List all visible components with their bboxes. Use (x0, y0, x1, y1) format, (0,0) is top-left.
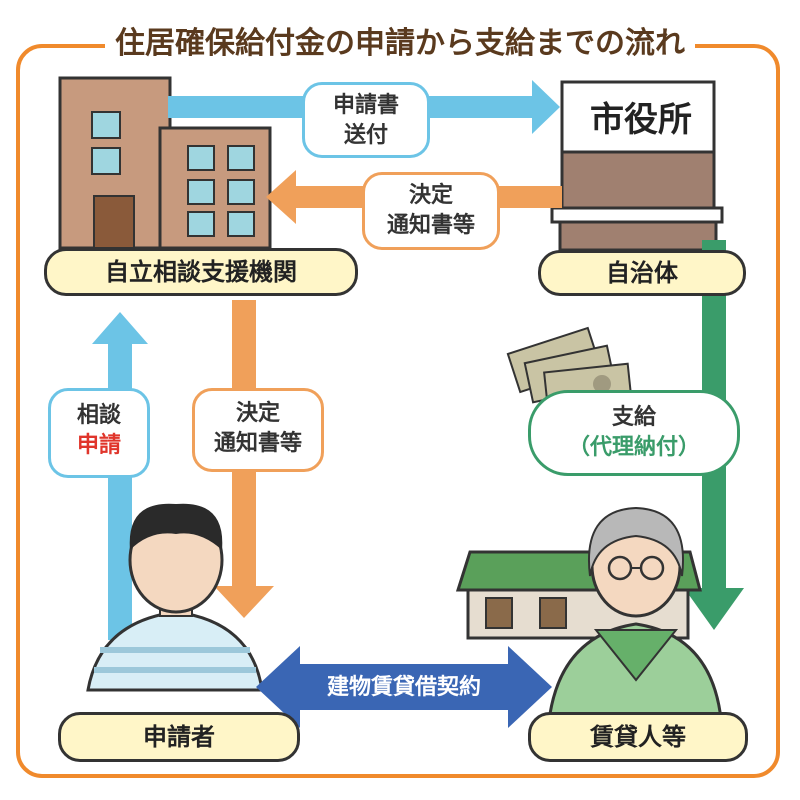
node-landlord: 賃貸人等 (528, 712, 748, 762)
label-payment-line1: 支給 (611, 405, 656, 430)
node-support-agency-label: 自立相談支援機関 (105, 258, 297, 286)
label-application-send-line1: 申請書 (332, 93, 399, 118)
label-decision-top-line2: 通知書等 (386, 213, 475, 238)
label-payment: 支給 （代理納付） (528, 390, 740, 476)
label-application-send-line2: 送付 (343, 123, 388, 148)
landlord-person-illustration (546, 506, 724, 732)
node-applicant-label: 申請者 (143, 723, 215, 751)
node-support-agency: 自立相談支援機関 (44, 248, 358, 296)
label-apply-line: 申請 (76, 433, 121, 458)
label-decision-mid-line2: 通知書等 (213, 431, 302, 456)
node-municipality-label: 自治体 (606, 259, 678, 287)
applicant-person-illustration (86, 503, 264, 692)
office-building-illustration (58, 76, 272, 250)
label-application-send: 申請書 送付 (302, 82, 430, 158)
label-consult-line: 相談 (76, 403, 121, 428)
city-hall-sign: 市役所 (590, 100, 692, 140)
label-decision-mid: 決定 通知書等 (192, 388, 324, 472)
label-decision-top-line1: 決定 (408, 183, 453, 208)
node-applicant: 申請者 (58, 712, 300, 762)
node-municipality: 自治体 (538, 250, 746, 296)
node-landlord-label: 賃貸人等 (590, 723, 686, 751)
label-rental-contract: 建物賃貸借契約 (326, 675, 481, 700)
label-payment-line2: （代理納付） (567, 435, 700, 460)
page-title: 住居確保給付金の申請から支給までの流れ (0, 18, 800, 62)
city-hall-illustration (550, 80, 724, 252)
label-decision-mid-line1: 決定 (235, 401, 280, 426)
label-consult-apply: 相談 申請 (48, 388, 150, 478)
arrow-rental-contract (256, 646, 552, 728)
label-decision-top: 決定 通知書等 (362, 172, 500, 250)
